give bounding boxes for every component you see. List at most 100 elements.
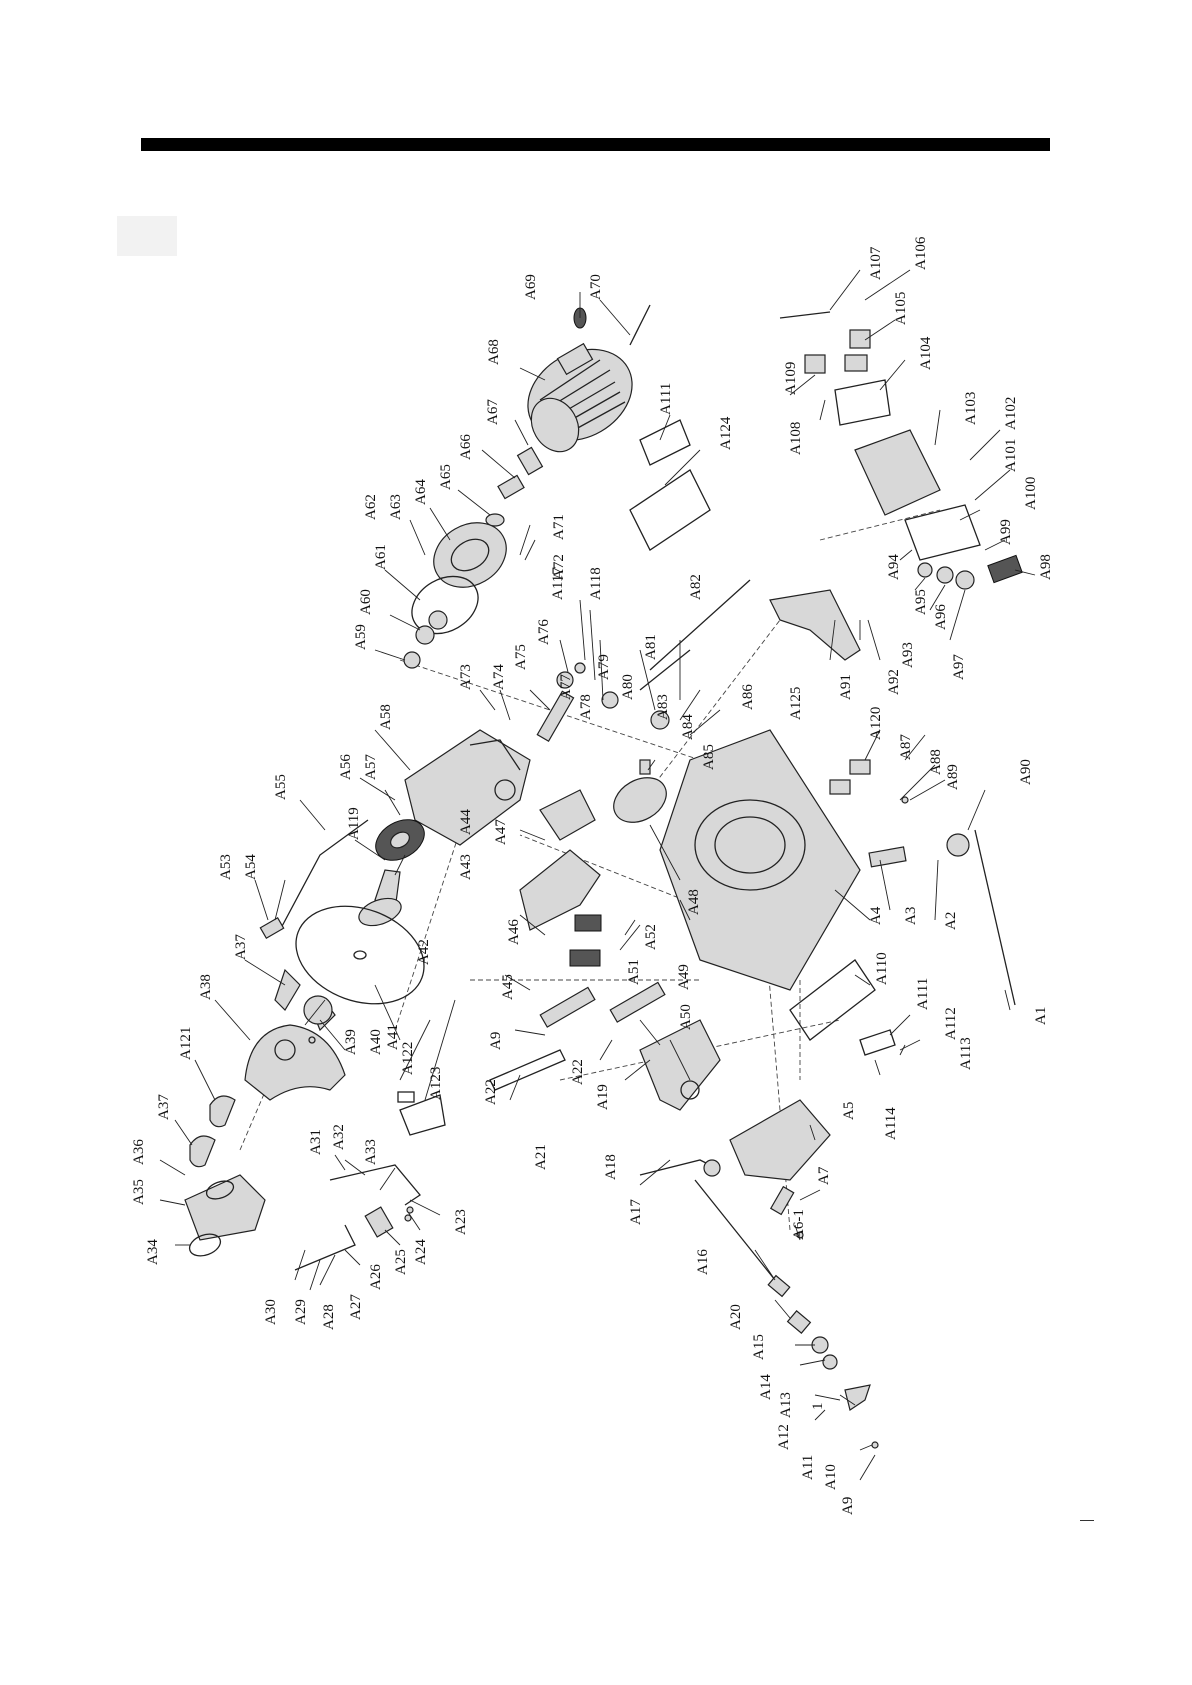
label-A122: A122	[400, 1042, 416, 1075]
saw-blade	[295, 905, 425, 1005]
label-A55: A55	[273, 774, 289, 800]
page-footer-mark	[1080, 1520, 1094, 1521]
label-A46: A46	[506, 919, 522, 945]
crank-handle	[974, 829, 1016, 1006]
label-A54: A54	[243, 854, 259, 880]
label-A37b: A37	[156, 1094, 172, 1120]
label-A23: A23	[453, 1209, 469, 1235]
label-A91: A91	[838, 674, 854, 700]
label-A35: A35	[131, 1179, 147, 1205]
label-A38: A38	[198, 974, 214, 1000]
label-A75: A75	[513, 644, 529, 670]
label-A37a: A37	[233, 934, 249, 960]
label-A4: A4	[868, 906, 884, 925]
label-A25: A25	[393, 1249, 409, 1275]
label-A69: A69	[523, 274, 539, 300]
label-A11: A11	[800, 1455, 816, 1480]
label-A89: A89	[945, 764, 961, 790]
label-A99: A99	[998, 519, 1014, 545]
label-A44: A44	[458, 809, 474, 835]
label-A71: A71	[551, 514, 567, 540]
label-A70: A70	[588, 274, 604, 300]
label-A21: A21	[533, 1144, 549, 1170]
label-A111b: A111	[915, 978, 931, 1010]
label-A59: A59	[353, 624, 369, 650]
label-A86: A86	[740, 684, 756, 710]
label-A79: A79	[596, 654, 612, 680]
label-A78: A78	[578, 694, 594, 720]
label-A80: A80	[620, 674, 636, 700]
label-A103: A103	[963, 392, 979, 425]
label-A95: A95	[913, 589, 929, 615]
label-A19: A19	[595, 1084, 611, 1110]
label-A68: A68	[486, 339, 502, 365]
label-A113: A113	[958, 1037, 974, 1070]
leader-lines	[159, 269, 1036, 1481]
label-A124: A124	[718, 416, 734, 450]
label-A29: A29	[293, 1299, 309, 1325]
label-A82: A82	[688, 574, 704, 600]
label-A76: A76	[536, 619, 552, 645]
label-A42: A42	[416, 939, 432, 965]
label-A65: A65	[438, 464, 454, 490]
label-A10: A10	[823, 1464, 839, 1490]
label-A64: A64	[413, 479, 429, 505]
label-A87: A87	[898, 734, 914, 760]
label-A67: A67	[485, 399, 501, 425]
label-A31: A31	[308, 1129, 324, 1155]
label-A34: A34	[145, 1239, 161, 1265]
label-L1: 1	[810, 1403, 826, 1411]
label-A114: A114	[883, 1107, 899, 1140]
label-A108: A108	[788, 422, 804, 455]
label-A41: A41	[385, 1024, 401, 1050]
control-box	[854, 429, 1023, 590]
label-A12: A12	[776, 1424, 792, 1450]
label-A40: A40	[368, 1029, 384, 1055]
label-A14: A14	[758, 1374, 774, 1400]
label-A73: A73	[458, 664, 474, 690]
label-A85: A85	[701, 744, 717, 770]
label-A84: A84	[680, 714, 696, 740]
vise-a18	[639, 1019, 721, 1111]
part-labels: A69 A70 A68 A67 A66 A65 A64 A63 A62 A61 …	[131, 236, 1054, 1515]
label-A30: A30	[263, 1299, 279, 1325]
label-A57: A57	[363, 754, 379, 780]
label-A111a: A111	[658, 383, 674, 415]
label-A48: A48	[686, 889, 702, 915]
label-A47: A47	[493, 819, 509, 845]
label-A9a: A9	[488, 1032, 504, 1050]
label-A50: A50	[678, 1004, 694, 1030]
handle-bar	[279, 819, 369, 931]
label-A107: A107	[868, 246, 884, 280]
label-A56: A56	[338, 754, 354, 780]
label-A121: A121	[178, 1027, 194, 1060]
label-A27: A27	[348, 1294, 364, 1320]
label-A51: A51	[626, 959, 642, 985]
label-A106: A106	[913, 236, 929, 270]
label-A102: A102	[1003, 397, 1019, 430]
label-A74: A74	[491, 664, 507, 690]
label-A119: A119	[346, 807, 362, 840]
label-A105: A105	[893, 292, 909, 325]
label-A3: A3	[903, 907, 919, 925]
label-A32: A32	[331, 1124, 347, 1150]
label-A62: A62	[363, 494, 379, 520]
label-A125: A125	[788, 687, 804, 720]
label-A118: A118	[588, 567, 604, 600]
label-A53: A53	[218, 854, 234, 880]
label-A15: A15	[751, 1334, 767, 1360]
label-A26: A26	[368, 1264, 384, 1290]
label-A96: A96	[933, 604, 949, 630]
label-A13: A13	[778, 1392, 794, 1418]
label-A117: A117	[550, 567, 566, 600]
label-A100: A100	[1023, 477, 1039, 510]
label-A39: A39	[343, 1029, 359, 1055]
label-A112: A112	[943, 1007, 959, 1040]
label-A28: A28	[321, 1304, 337, 1330]
drawing-geometry	[184, 304, 1023, 1449]
label-A104: A104	[918, 336, 934, 370]
label-A93: A93	[900, 642, 916, 668]
motor-a68	[527, 342, 633, 453]
